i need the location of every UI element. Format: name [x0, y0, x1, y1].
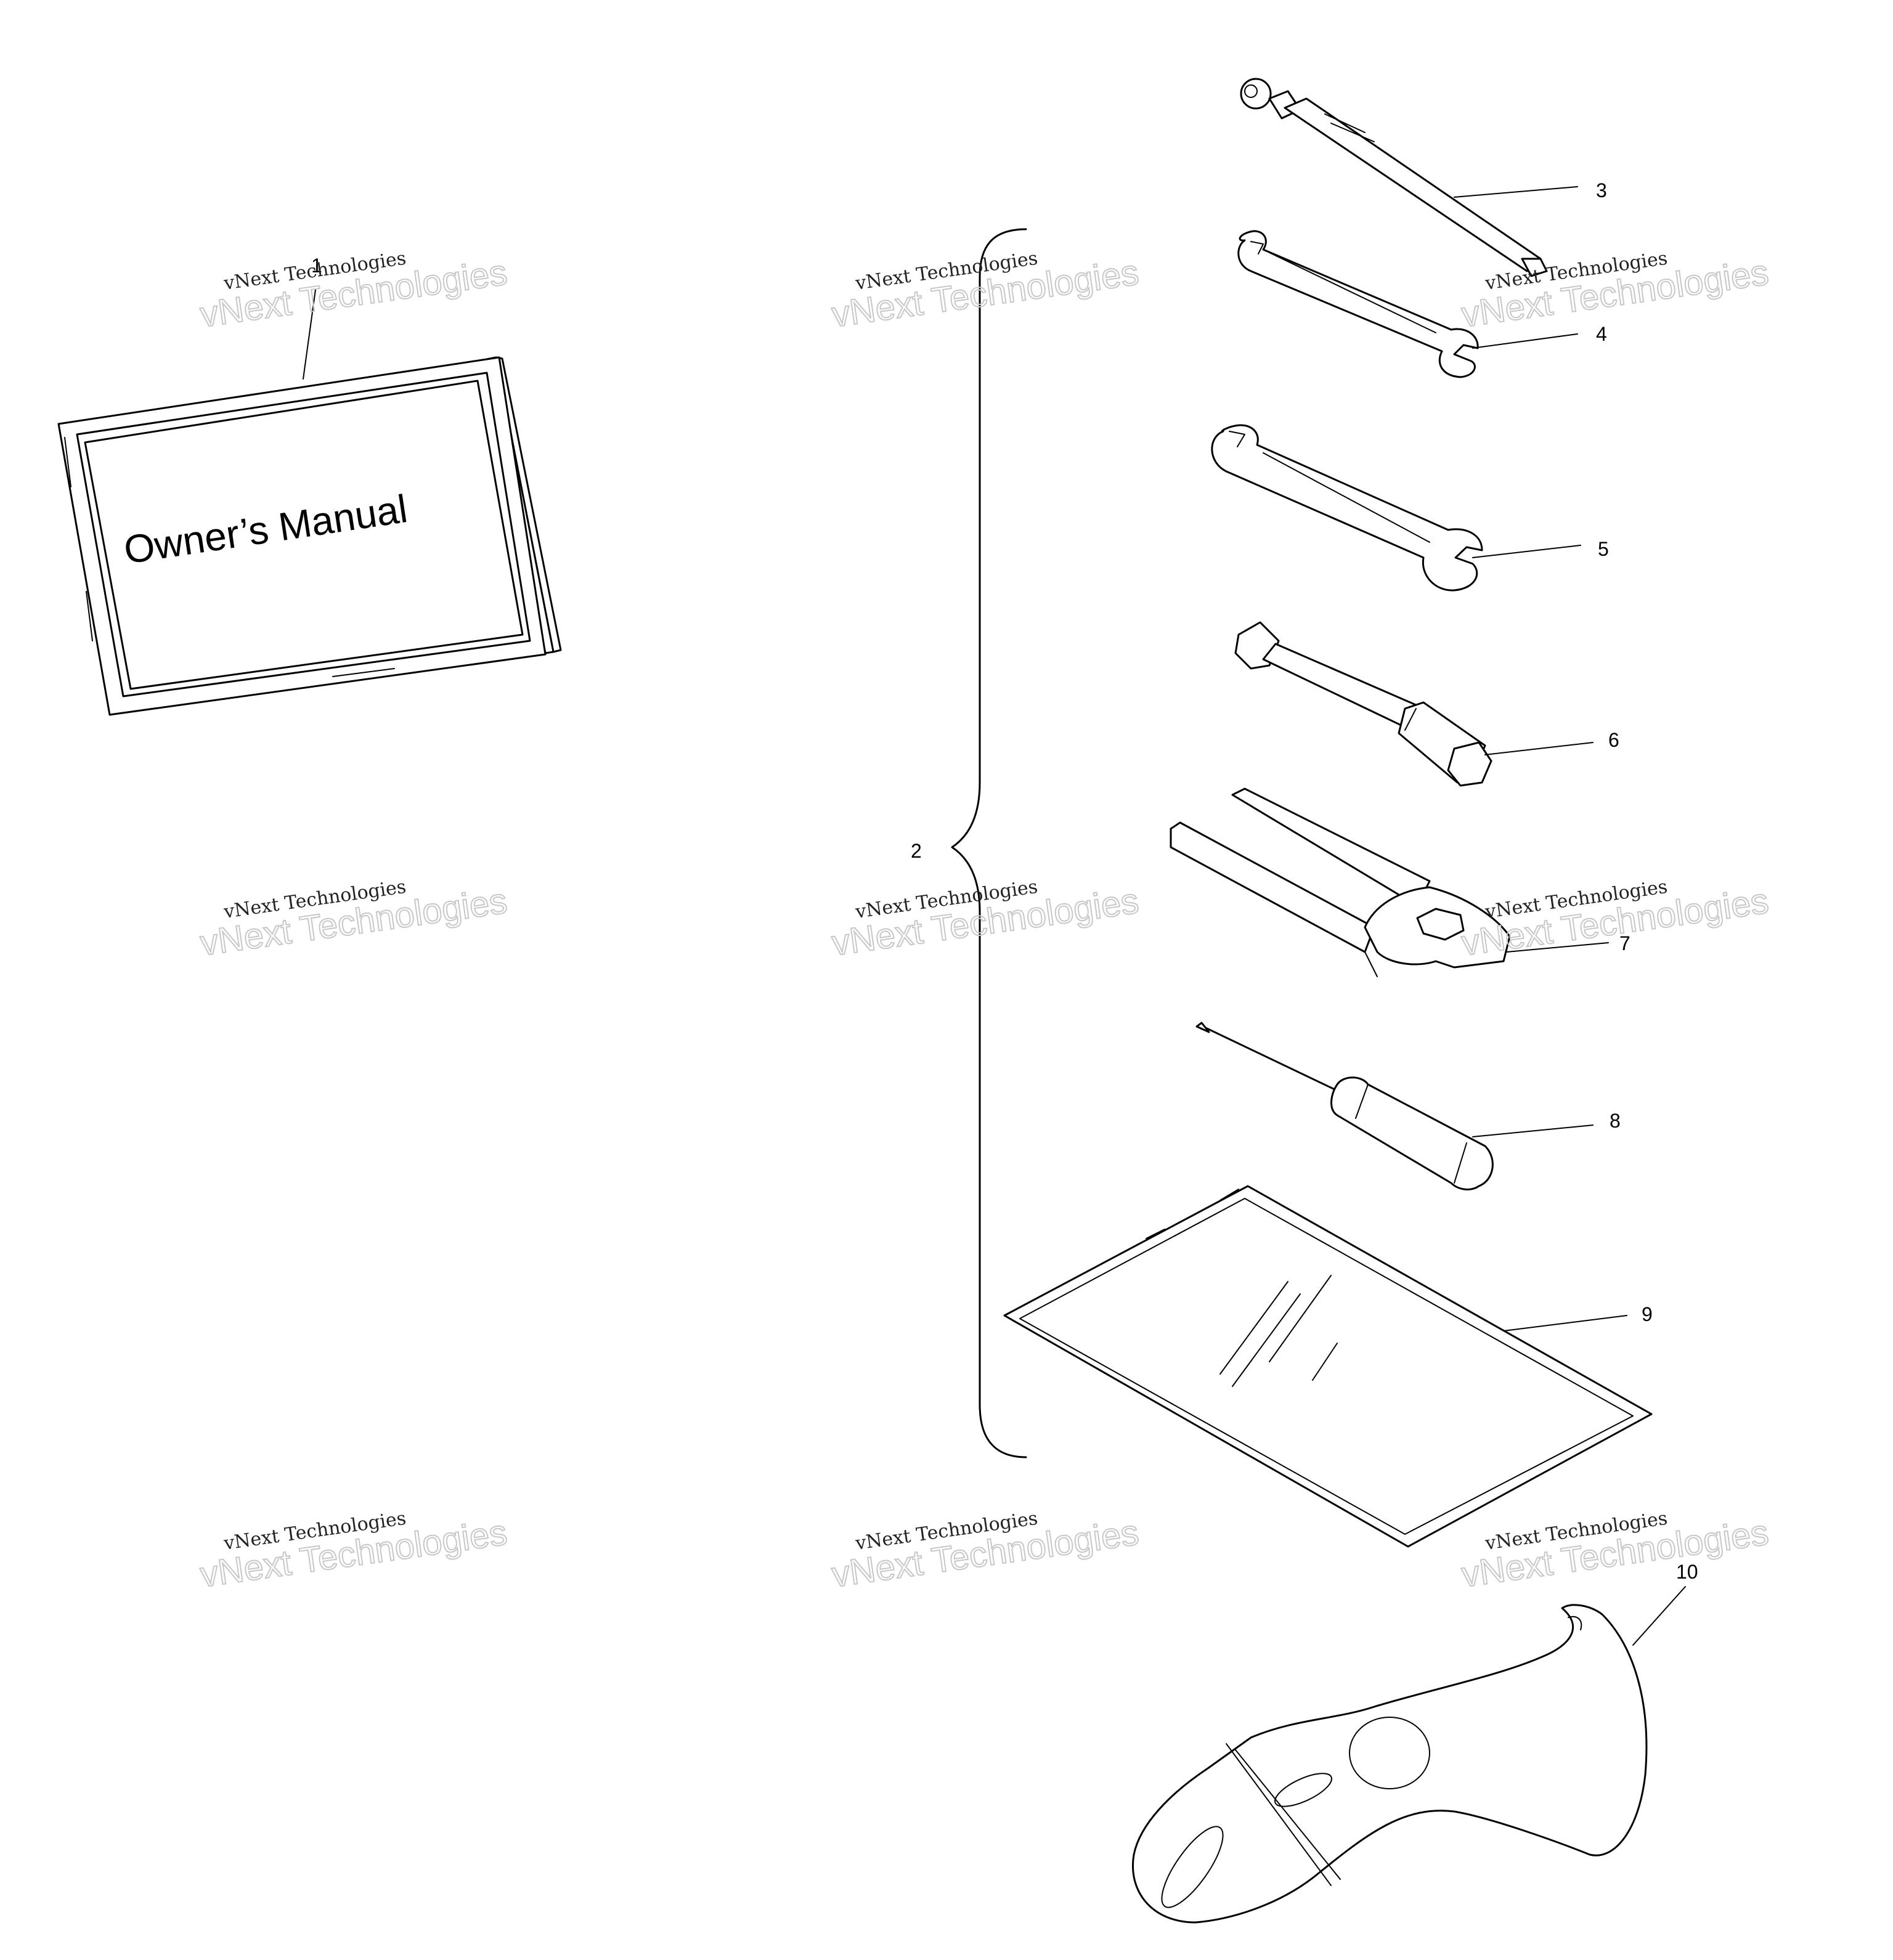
leader-line-4 [1472, 333, 1578, 349]
leader-line-7 [1506, 942, 1609, 953]
open-end-wrench-8-10 [1237, 230, 1479, 378]
owners-manual: Owner’s Manual [57, 356, 562, 716]
watermark-2: vNext Technologies vNext Technologies [829, 248, 1142, 336]
screwdriver [1195, 1022, 1494, 1190]
leader-line-8 [1472, 1124, 1594, 1137]
leader-line-1 [303, 289, 316, 380]
leader-line-6 [1484, 742, 1594, 755]
open-end-wrench-12-14 [1211, 424, 1483, 592]
spark-plug-socket [1234, 621, 1492, 787]
watermark-5: vNext Technologies vNext Technologies [829, 876, 1142, 964]
callout-1: 1 [311, 254, 322, 277]
callout-5: 5 [1598, 538, 1609, 560]
combination-tool [1170, 787, 1511, 977]
leader-line-10 [1632, 1586, 1686, 1646]
watermark-8: vNext Technologies vNext Technologies [829, 1508, 1142, 1596]
watermark-1: vNext Technologies vNext Technologies [197, 248, 510, 336]
tire-pressure-gauge [1240, 78, 1548, 277]
callout-6: 6 [1608, 729, 1619, 751]
tool-bag [1003, 1185, 1653, 1548]
callout-8: 8 [1610, 1110, 1621, 1132]
leader-line-5 [1472, 545, 1581, 558]
callout-7: 7 [1619, 932, 1630, 954]
watermark-7: vNext Technologies vNext Technologies [197, 1508, 510, 1596]
leader-line-3 [1454, 186, 1578, 198]
callout-10: 10 [1676, 1561, 1698, 1583]
mounting-bracket [1132, 1604, 1648, 1924]
callout-3: 3 [1596, 179, 1607, 201]
leader-line-9 [1503, 1315, 1627, 1332]
watermark-4: vNext Technologies vNext Technologies [197, 876, 510, 964]
kit-brace [951, 228, 1027, 1458]
callout-4: 4 [1596, 323, 1607, 345]
callout-9: 9 [1642, 1303, 1653, 1325]
watermark-9: vNext Technologies vNext Technologies [1459, 1508, 1772, 1596]
watermark-6: vNext Technologies vNext Technologies [1459, 876, 1772, 964]
callout-2: 2 [911, 840, 922, 862]
